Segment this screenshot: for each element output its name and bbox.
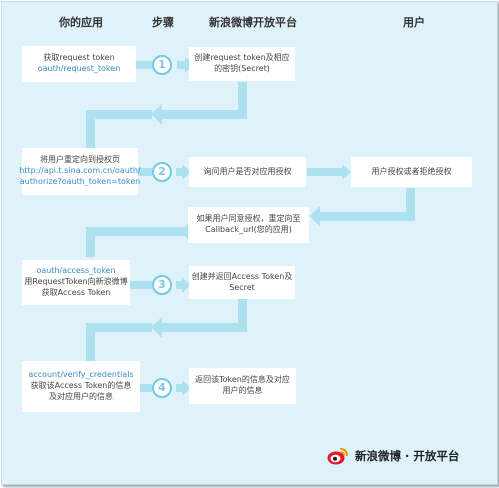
step4-app-line2: 获取该Access Token的信息 — [30, 381, 132, 391]
flow-arrows — [86, 57, 415, 396]
step2-platform-box: 询问用户是否对应用授权 — [189, 157, 306, 187]
callback-box: 如果用户同意授权，重定向至 Callback_url(您的应用) — [188, 207, 309, 243]
step1-app-endpoint: oauth/request_token — [37, 64, 121, 73]
arrow-step3-head — [182, 277, 191, 293]
step3-app-box: oauth/access_token 用RequestToken向新浪微博 获取… — [22, 260, 130, 305]
step1-circle: 1 — [152, 55, 172, 75]
step1-platform-box: 创建request token及相应 的密钥(Secret) — [189, 47, 295, 81]
step4-circle: 4 — [152, 378, 172, 398]
step2-user-line1: 用户授权或者拒绝授权 — [371, 166, 452, 176]
arrow-step4-head — [182, 380, 191, 396]
step4-platform-line1: 返回该Token的信息及对应 — [195, 375, 290, 385]
loop3-horizontal — [160, 323, 247, 332]
loop2-left-down — [86, 227, 95, 257]
step1-app-box: 获取request token oauth/request_token — [22, 46, 136, 82]
arrow-step2-app-to-circle — [138, 168, 152, 176]
step2-app-line1: 将用户重定向到授权页 — [40, 155, 120, 165]
brand: 新浪微博 · 开放平台 — [327, 446, 459, 466]
loop1-arrowhead — [151, 104, 162, 125]
weibo-logo-icon — [327, 448, 348, 465]
arrow-step1-platform-link — [177, 61, 189, 69]
step1-platform-line2: 的密钥(Secret) — [214, 64, 270, 73]
loop2-head-into-callback-left — [182, 223, 188, 240]
loop3-arrowhead — [151, 317, 162, 338]
step3-circle: 3 — [152, 275, 172, 295]
user-to-callback — [317, 212, 415, 221]
arrow-step2-circle-to-platform — [176, 168, 184, 176]
loop1-right-down — [238, 82, 247, 115]
callback-line2: Callback_url(您的应用) — [205, 225, 292, 234]
header-your-app: 你的应用 — [59, 16, 103, 29]
header-steps: 步骤 — [152, 16, 174, 29]
loop1-left-horizontal — [86, 110, 152, 119]
step3-platform-line1: 创建并返回Access Token及 — [191, 271, 293, 281]
arrow-step3-app-to-circle — [128, 281, 152, 289]
brand-name: 新浪微博 · 开放平台 — [355, 449, 460, 463]
step2-app-box: 将用户重定向到授权页 http://api.t.sina.com.cn/oaut… — [19, 148, 141, 195]
arrow-step4-circle-to-platform — [176, 384, 184, 392]
step2-app-url-line2: authorize?oauth_token=token — [19, 176, 141, 186]
step2-circle: 2 — [152, 162, 172, 182]
loop2-horizontal — [86, 227, 187, 236]
arrow-step2-user-head — [342, 164, 351, 180]
step3-app-endpoint: oauth/access_token — [36, 266, 116, 276]
step3-app-line2: 用RequestToken向新浪微博 — [24, 277, 128, 287]
loop1-left-down — [86, 110, 95, 150]
step2-app-url-line1: http://api.t.sina.com.cn/oauth/ — [19, 166, 141, 176]
step4-platform-line2: 用户的信息 — [222, 386, 263, 395]
arrow-step1-app-to-platform — [124, 61, 169, 69]
step3-platform-line2: Secret — [229, 282, 255, 292]
step4-app-box: account/verify_credentials 获取该Access Tok… — [22, 361, 140, 412]
step3-platform-box: 创建并返回Access Token及 Secret — [189, 266, 295, 299]
callback-line1: 如果用户同意授权，重定向至 — [196, 214, 301, 224]
step1-app-line1: 获取request token — [43, 53, 115, 63]
arrow-step2-platform-to-user — [307, 168, 343, 176]
loop3-left-horizontal — [86, 323, 152, 332]
step2-user-box: 用户授权或者拒绝授权 — [351, 157, 472, 187]
step4-platform-box: 返回该Token的信息及对应 用户的信息 — [189, 368, 296, 404]
step4-app-endpoint: account/verify_credentials — [28, 370, 134, 380]
step4-app-line3: 及对应用户的信息 — [49, 391, 113, 401]
arrow-step2-head — [182, 164, 191, 180]
user-down — [406, 188, 415, 220]
arrow-step3-circle-to-platform — [176, 281, 184, 289]
loop3-right-down — [238, 298, 247, 331]
step3-app-line3: 获取Access Token — [41, 287, 111, 297]
callback-arrowhead — [310, 206, 320, 227]
header-user: 用户 — [403, 16, 425, 29]
step1-platform-line1: 创建request token及相应 — [194, 53, 290, 63]
header-platform: 新浪微博开放平台 — [209, 16, 297, 29]
loop3-left-down — [86, 323, 95, 361]
arrow-step4-app-to-circle — [140, 384, 152, 392]
step2-platform-line1: 询问用户是否对应用授权 — [203, 166, 292, 176]
loop1-horizontal — [160, 110, 247, 119]
